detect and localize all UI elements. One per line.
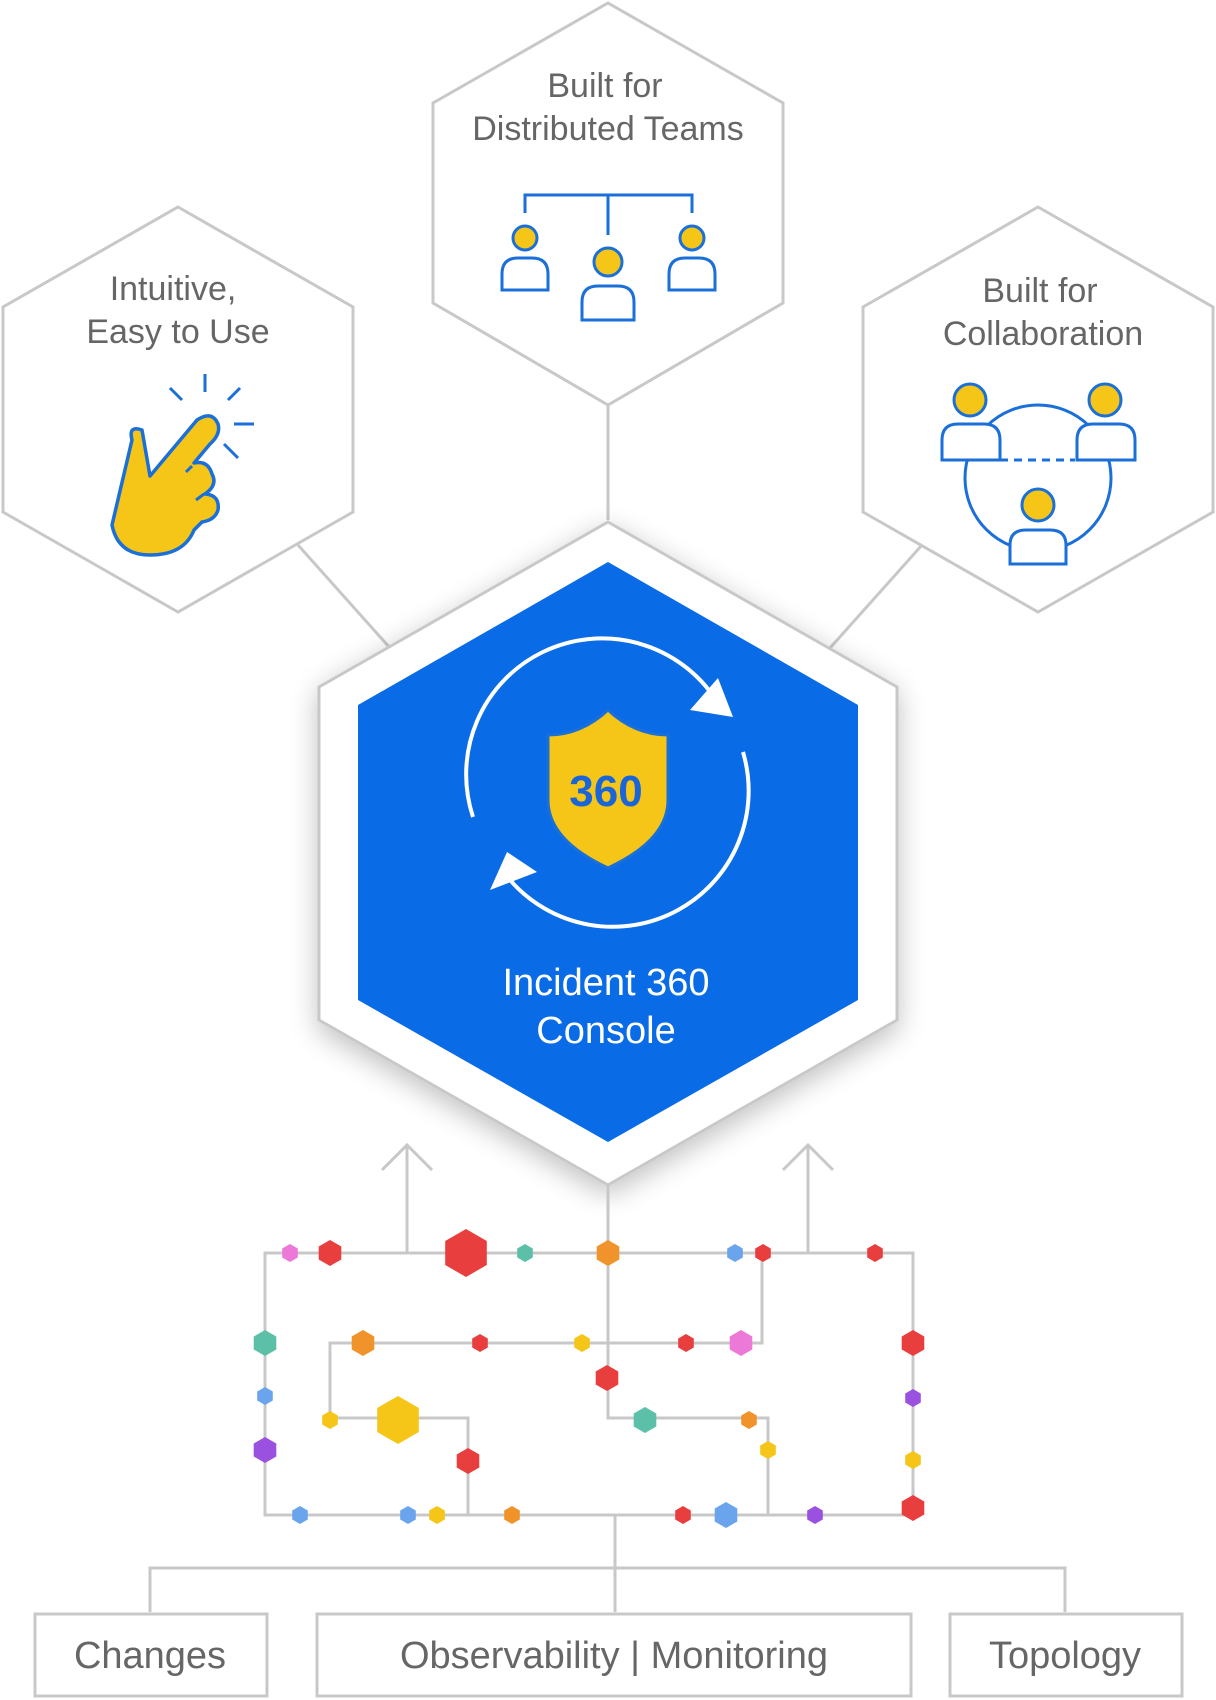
team-hierarchy-icon xyxy=(500,193,717,322)
up-arrows xyxy=(380,1142,835,1253)
network-node xyxy=(574,1334,590,1352)
hex-top-line2: Distributed Teams xyxy=(472,110,744,148)
network-node xyxy=(905,1389,921,1407)
network-node xyxy=(727,1244,743,1262)
hex-distributed-teams: Built for Distributed Teams xyxy=(431,1,785,407)
network-node xyxy=(257,1387,273,1405)
network-node xyxy=(755,1244,771,1262)
source-connectors xyxy=(148,1515,1067,1612)
data-network-paths xyxy=(263,1251,915,1517)
hex-top-line1: Built for xyxy=(547,67,662,105)
network-node xyxy=(901,1495,925,1521)
network-node xyxy=(472,1334,488,1352)
center-title-line2: Console xyxy=(536,1010,675,1052)
network-node xyxy=(400,1506,416,1524)
network-node xyxy=(729,1330,753,1356)
network-node xyxy=(504,1506,520,1524)
source-topology-label: Topology xyxy=(989,1635,1141,1677)
network-node xyxy=(322,1411,338,1429)
refresh-cycle-icon xyxy=(464,636,751,929)
network-node xyxy=(377,1396,419,1444)
network-node xyxy=(292,1506,308,1524)
hex-left-line2: Easy to Use xyxy=(86,313,269,351)
badge-360: 360 xyxy=(569,767,642,816)
source-box-observability: Observability | Monitoring xyxy=(315,1612,913,1698)
network-node xyxy=(429,1506,445,1524)
network-node xyxy=(253,1437,277,1463)
network-node xyxy=(456,1448,480,1474)
network-node xyxy=(633,1407,657,1433)
shield-badge-icon: 360 xyxy=(546,707,670,870)
source-changes-label: Changes xyxy=(74,1635,226,1677)
network-node xyxy=(595,1365,619,1391)
network-node xyxy=(905,1451,921,1469)
network-node xyxy=(282,1244,298,1262)
hex-collaboration: Built for Collaboration xyxy=(861,205,1215,614)
hex-incident-console: 360 Incident 360 Console xyxy=(317,520,899,1187)
network-node xyxy=(760,1441,776,1459)
network-node xyxy=(741,1411,757,1429)
network-node xyxy=(714,1502,738,1528)
hex-right-line2: Collaboration xyxy=(943,315,1143,353)
network-node xyxy=(445,1229,487,1277)
network-node xyxy=(807,1506,823,1524)
network-nodes xyxy=(253,1229,925,1528)
collaboration-icon xyxy=(940,382,1137,566)
network-node xyxy=(901,1330,925,1356)
pointing-hand-icon xyxy=(110,374,254,557)
source-observability-label: Observability | Monitoring xyxy=(400,1635,828,1677)
hex-connectors xyxy=(296,405,924,649)
network-node xyxy=(517,1244,533,1262)
network-node xyxy=(318,1240,342,1266)
center-title-line1: Incident 360 xyxy=(502,962,709,1004)
hex-right-line1: Built for xyxy=(982,272,1097,310)
network-node xyxy=(253,1330,277,1356)
hex-left-line1: Intuitive, xyxy=(110,270,237,308)
network-node xyxy=(675,1506,691,1524)
network-node xyxy=(867,1244,883,1262)
source-box-topology: Topology xyxy=(948,1612,1184,1698)
network-node xyxy=(351,1330,375,1356)
source-box-changes: Changes xyxy=(33,1612,269,1698)
network-node xyxy=(596,1240,620,1266)
hex-intuitive: Intuitive, Easy to Use xyxy=(1,205,355,614)
network-node xyxy=(678,1334,694,1352)
